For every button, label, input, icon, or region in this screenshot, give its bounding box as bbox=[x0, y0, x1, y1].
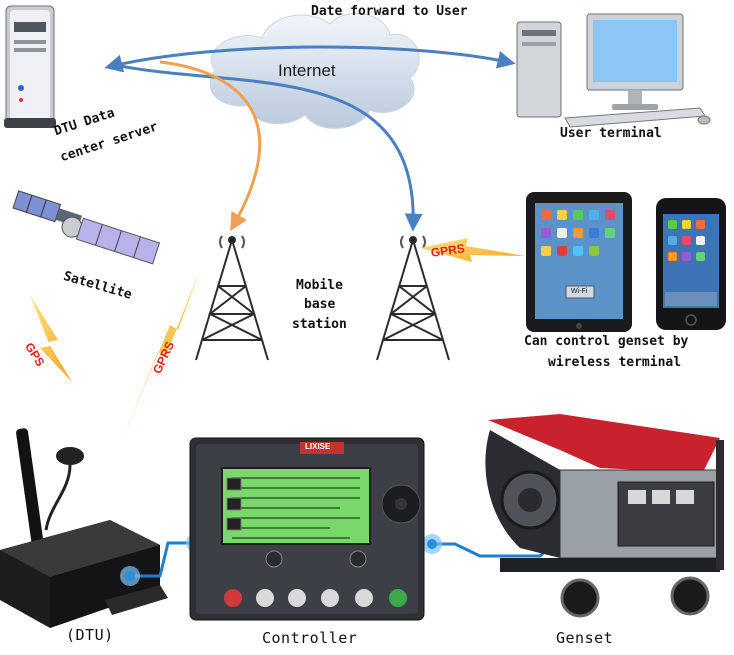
server-icon bbox=[4, 5, 56, 128]
tower-icon bbox=[376, 235, 450, 361]
wireless-label-line2: wireless terminal bbox=[548, 355, 682, 370]
user-terminal-label: User terminal bbox=[560, 126, 662, 141]
mobile-label-line1: Mobile bbox=[296, 278, 343, 293]
internet-label: Internet bbox=[278, 61, 336, 80]
mobile-label-line2: base bbox=[304, 297, 336, 312]
dtu-label: (DTU) bbox=[66, 626, 114, 644]
controller-label: Controller bbox=[262, 629, 358, 647]
user-terminal-icon bbox=[516, 13, 711, 128]
phone-icon bbox=[656, 198, 726, 330]
genset-icon bbox=[485, 414, 724, 618]
tablet-wifi-text: Wi-Fi bbox=[571, 288, 588, 295]
controller-icon bbox=[189, 437, 425, 621]
internet-link-arrow bbox=[104, 45, 516, 73]
controller-brand: LIXISE bbox=[305, 442, 331, 451]
lightning-icon bbox=[420, 238, 525, 262]
lightning-icon bbox=[30, 295, 72, 382]
dtu-device-icon bbox=[0, 428, 168, 628]
server-to-right-tower-arrow bbox=[119, 64, 423, 232]
wireless-label-line1: Can control genset by bbox=[524, 334, 689, 349]
satellite-icon bbox=[12, 190, 161, 265]
genset-label: Genset bbox=[556, 629, 614, 647]
tablet-icon bbox=[526, 192, 632, 332]
mobile-label-line3: station bbox=[292, 317, 347, 332]
tower-icon bbox=[195, 235, 269, 361]
server-to-left-tower-arrow bbox=[159, 60, 262, 232]
date-forward-label: Date forward to User bbox=[311, 4, 468, 19]
cable-dtu-controller bbox=[130, 541, 196, 578]
